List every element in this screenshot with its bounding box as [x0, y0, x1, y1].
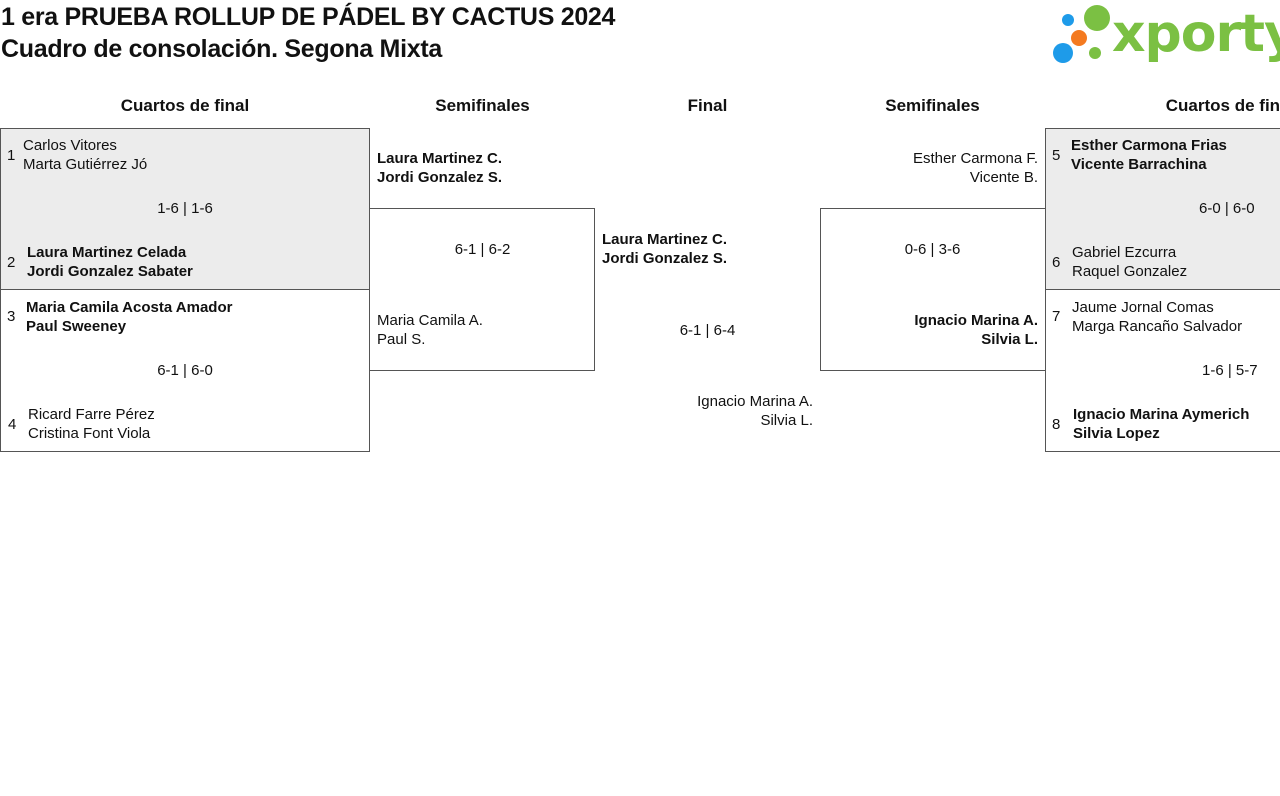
match-score: 1-6 | 1-6 [157, 200, 213, 217]
final-score: 6-1 | 6-4 [679, 322, 736, 339]
xporty-logo [1050, 4, 1280, 68]
seed-number: 7 [1052, 308, 1061, 325]
tournament-title: 1 era PRUEBA ROLLUP DE PÁDEL BY CACTUS 2… [1, 3, 616, 31]
logo-dots-icon [1053, 5, 1110, 63]
seed-number: 6 [1052, 254, 1061, 271]
seed-number: 3 [7, 308, 16, 325]
match-qf-left-1[interactable] [0, 128, 370, 290]
match-score: 1-6 | 5-7 [1202, 362, 1258, 379]
match-score: 6-1 | 6-0 [157, 362, 213, 379]
heading-sf-left: Semifinales [435, 96, 530, 115]
seed-number: 2 [7, 254, 16, 271]
seed-number: 1 [7, 147, 16, 164]
logo-wordmark: xporty [1112, 4, 1280, 64]
team-names: Ignacio Marina A.Silvia L. [697, 393, 813, 429]
match-score: 0-6 | 3-6 [904, 241, 961, 258]
seed-number: 5 [1052, 147, 1061, 164]
match-sf-left[interactable] [369, 208, 595, 371]
heading-final: Final [687, 96, 728, 115]
team-names-winner: Ignacio Marina A.Silvia L. [914, 312, 1038, 348]
match-score: 6-0 | 6-0 [1199, 200, 1255, 217]
match-qf-right-2[interactable] [1045, 289, 1280, 452]
heading-sf-right: Semifinales [885, 96, 980, 115]
heading-qf-left: Cuartos de final [120, 96, 250, 115]
heading-qf-right: Cuartos de final [1165, 96, 1280, 115]
match-score: 6-1 | 6-2 [454, 241, 511, 258]
team-names-winner: Laura Martinez C.Jordi Gonzalez S. [377, 150, 503, 186]
team-names-winner: Laura Martinez C.Jordi Gonzalez S. [602, 231, 728, 267]
seed-number: 8 [1052, 416, 1061, 433]
team-names: Maria Camila A.Paul S. [377, 312, 483, 348]
team-names: Esther Carmona F.Vicente B. [912, 150, 1038, 186]
draw-subtitle: Cuadro de consolación. Segona Mixta [1, 35, 442, 63]
seed-number: 4 [8, 416, 17, 433]
